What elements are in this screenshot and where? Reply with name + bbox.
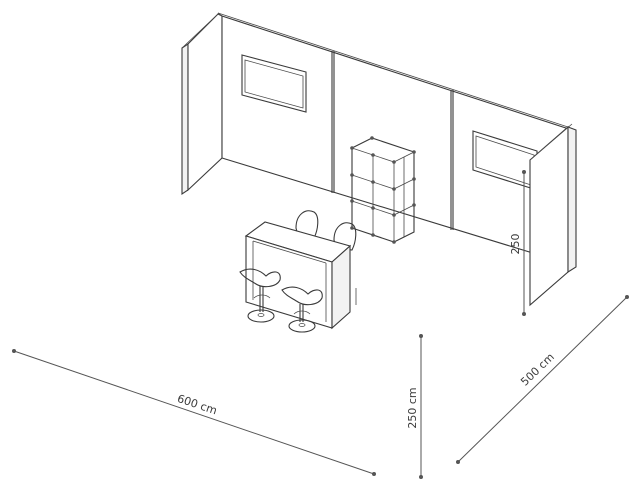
cube-shelf — [350, 136, 416, 244]
height-dimension: 250 cm — [406, 334, 423, 479]
bar-stool-right — [281, 286, 323, 333]
monitor-left — [241, 54, 307, 113]
inner-height-dimension: 250 — [509, 170, 526, 316]
right-end-panel — [529, 123, 577, 307]
height-label: 250 cm — [406, 387, 419, 428]
inner-height-label: 250 — [509, 234, 522, 255]
bar-counter — [244, 221, 357, 330]
left-end-panel — [181, 13, 223, 196]
back-chair-2 — [333, 222, 357, 251]
bar-stool-left — [239, 268, 281, 323]
depth-dimension: 500 cm — [456, 295, 629, 464]
depth-label: 500 cm — [518, 350, 557, 388]
width-dimension: 600 cm — [12, 349, 376, 476]
